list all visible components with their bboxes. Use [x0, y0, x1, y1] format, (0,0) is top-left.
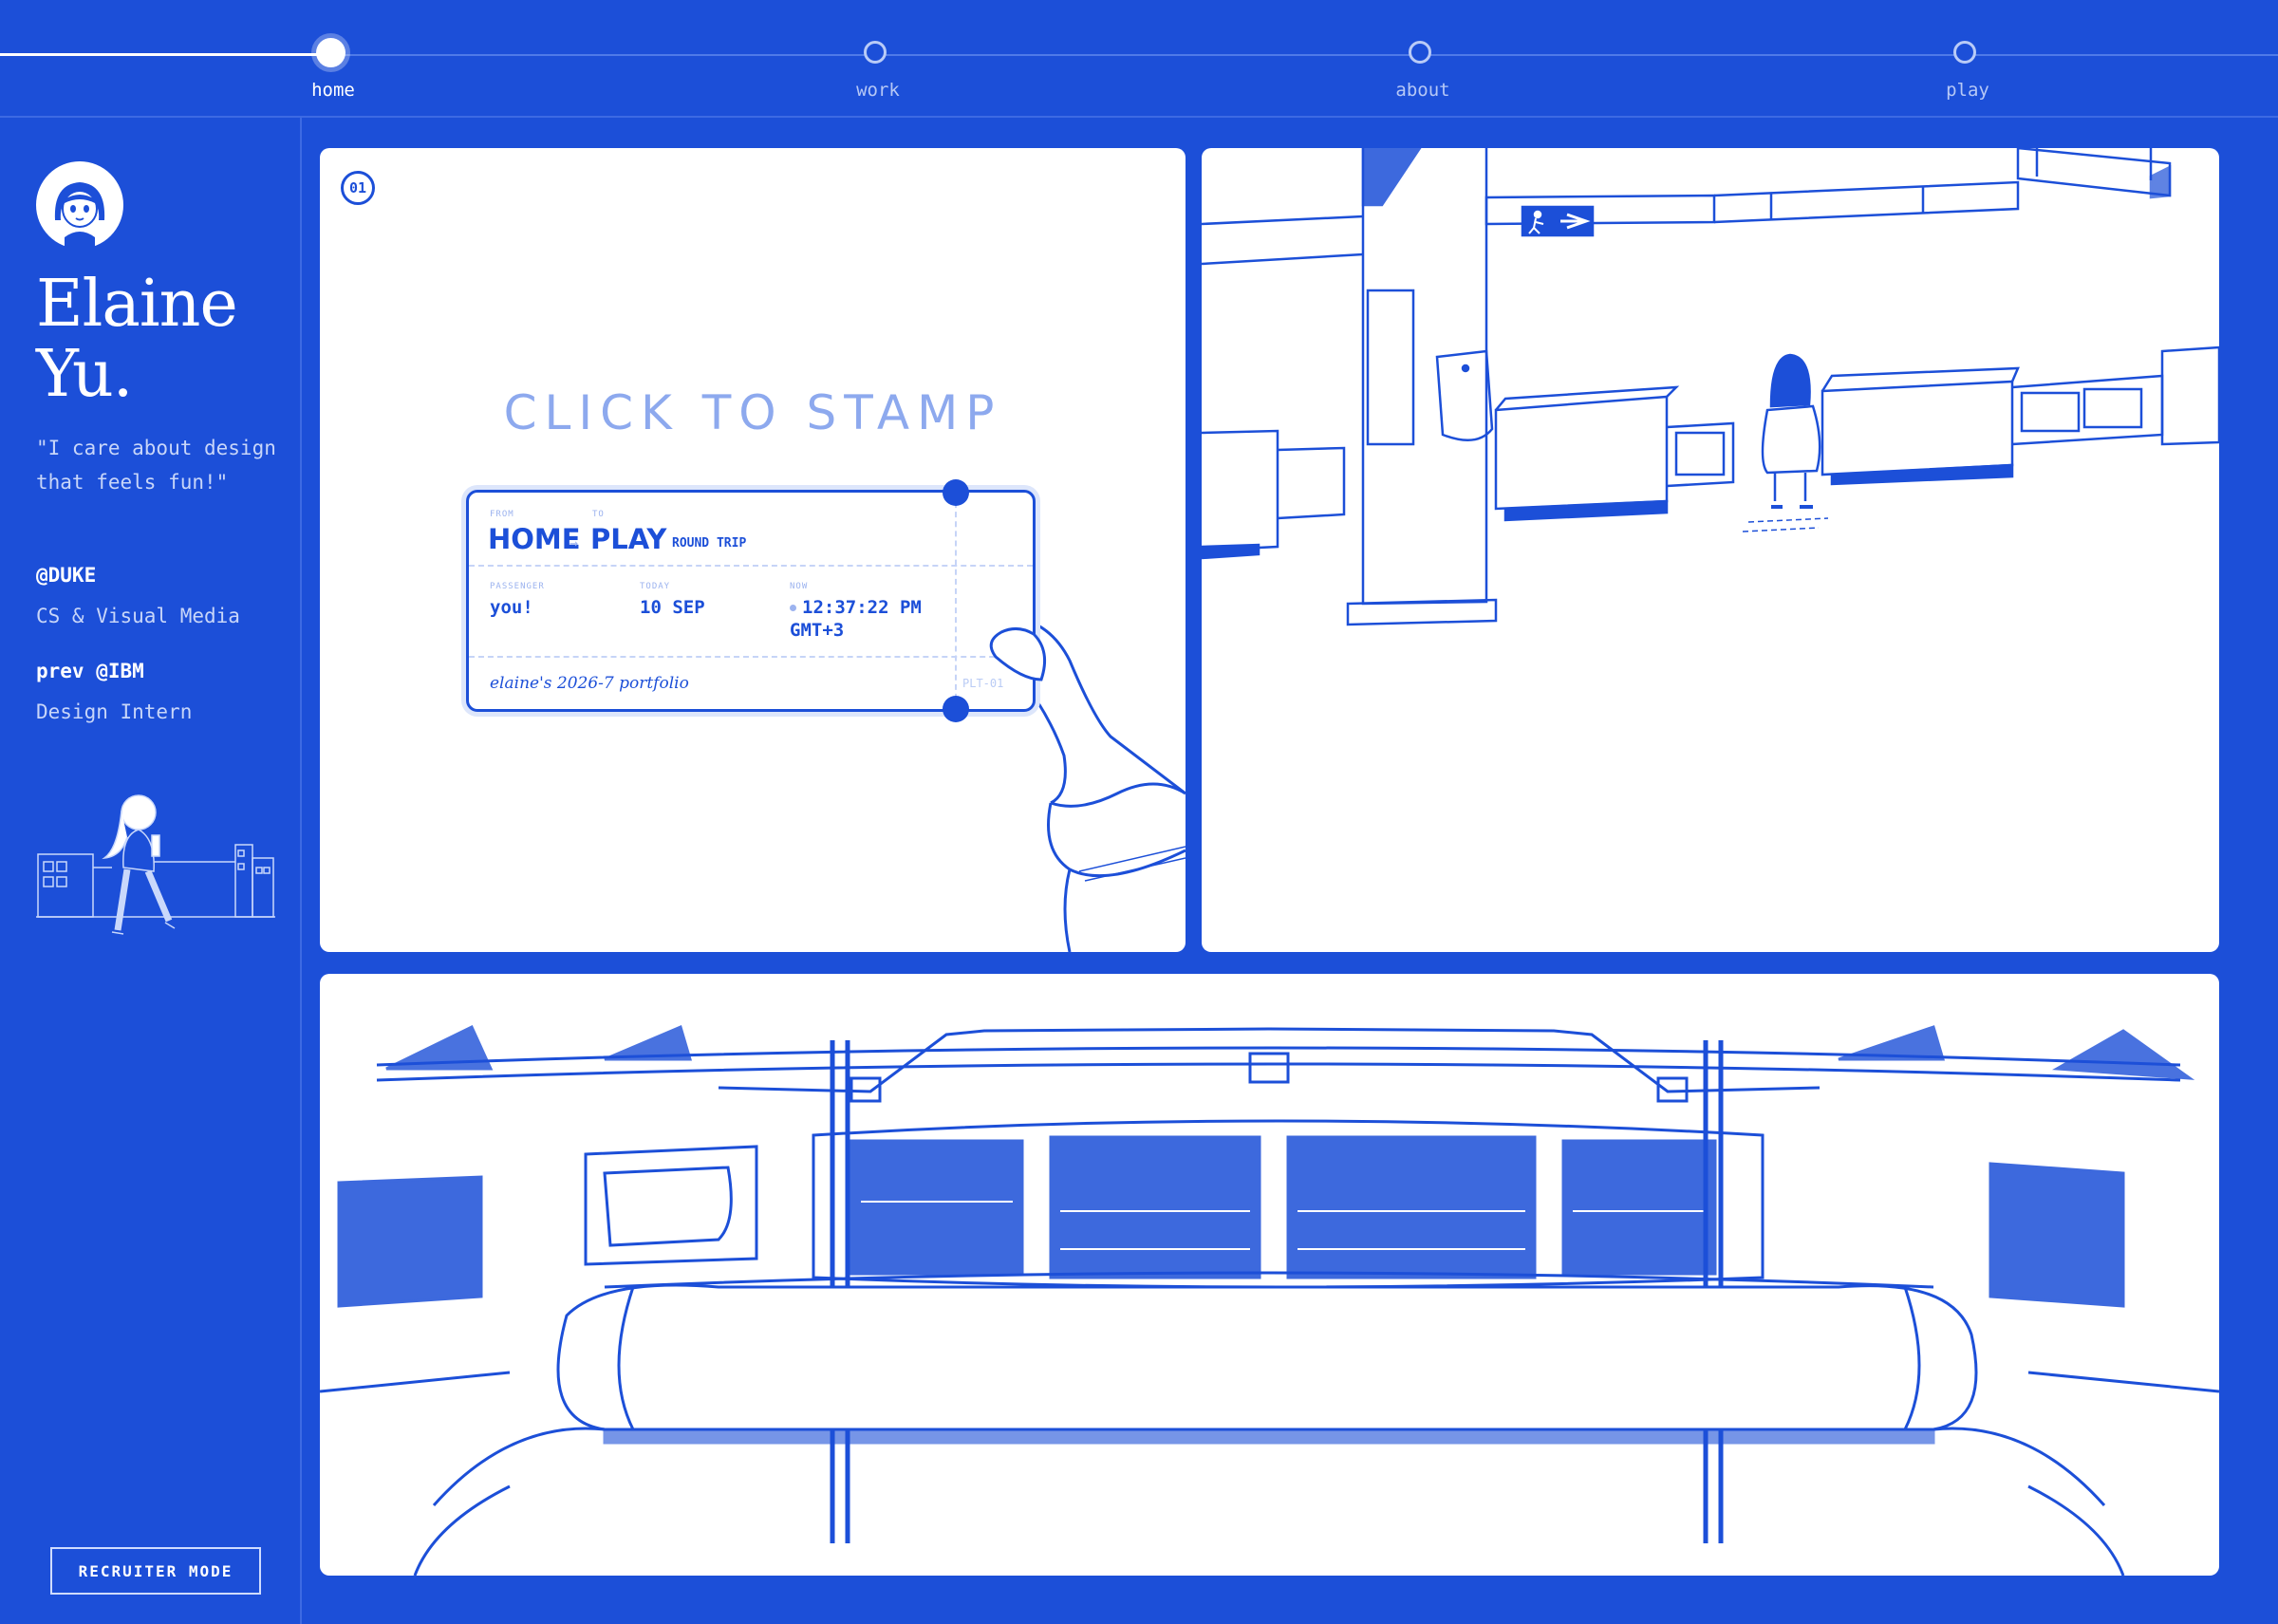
nav-dot-work: [864, 41, 887, 64]
panel-number-badge: 01: [341, 171, 375, 205]
ticket-from-label: FROM: [490, 510, 514, 519]
nav-stop-home[interactable]: home: [210, 0, 457, 116]
nav-stop-work[interactable]: work: [755, 0, 1001, 116]
ticket-today-label: TODAY: [640, 582, 671, 591]
nav-progress: [0, 53, 333, 56]
walking-girl-illustration: [36, 792, 275, 945]
thumb-illustration: [989, 627, 1047, 681]
timeline-nav: home work about play: [0, 0, 2278, 118]
ticket-time-value: 12:37:22 PM: [802, 597, 922, 618]
train-interior-illustration: [320, 1024, 2219, 1576]
nav-label-about: about: [1395, 80, 1450, 101]
ticket-from: HOME: [488, 523, 581, 555]
nav-stop-play[interactable]: play: [1844, 0, 2091, 116]
ticket-notch-top: [943, 479, 969, 506]
org-previous: prev @IBM: [36, 660, 144, 682]
ticket-date: 10 SEP: [640, 597, 705, 618]
recruiter-mode-button[interactable]: RECRUITER MODE: [50, 1547, 261, 1595]
nav-stop-about[interactable]: about: [1299, 0, 1546, 116]
nav-track: [0, 54, 2278, 56]
panel-ticket: 01 CLICK TO STAMP FROM TO HOME → PLAY RO…: [320, 148, 1186, 952]
panel-train-interior: [320, 974, 2219, 1576]
nav-dot-about: [1409, 41, 1431, 64]
profile-quote: "I care about design that feels fun!": [36, 437, 276, 494]
click-to-stamp-hint: CLICK TO STAMP: [503, 385, 1002, 440]
name-last: Yu.: [36, 337, 133, 412]
nav-label-home: home: [311, 80, 355, 101]
nav-label-work: work: [856, 80, 900, 101]
name-first: Elaine: [36, 267, 238, 342]
ticket-to-label: TO: [592, 510, 605, 519]
ticket-passenger: you!: [490, 597, 533, 618]
role-previous: Design Intern: [36, 700, 193, 723]
ticket-trip-type: ROUND TRIP: [672, 536, 747, 551]
ticket-timezone: GMT+3: [790, 620, 845, 641]
ticket-code: PLT-01: [962, 677, 1004, 690]
boarding-ticket[interactable]: FROM TO HOME → PLAY ROUND TRIP PASSENGER…: [466, 479, 1036, 722]
ticket-to: PLAY: [590, 523, 667, 555]
ticket-passenger-label: PASSENGER: [490, 582, 545, 591]
panel-station-platform: [1202, 148, 2219, 952]
role-current: CS & Visual Media: [36, 605, 240, 627]
nav-label-play: play: [1946, 80, 1989, 101]
org-current: @DUKE: [36, 564, 97, 587]
nav-dot-play: [1953, 41, 1976, 64]
ticket-time: 12:37:22 PM: [790, 597, 922, 618]
profile-name: Elaine Yu.: [36, 267, 238, 412]
avatar-illustration: [36, 161, 123, 249]
live-dot-icon: [790, 605, 796, 611]
avatar[interactable]: [36, 161, 123, 249]
ticket-divider: [469, 565, 1033, 567]
ticket-now-label: NOW: [790, 582, 809, 591]
sidebar: Elaine Yu. "I care about design that fee…: [0, 118, 302, 1624]
ticket-perforation: [955, 493, 957, 709]
ticket-divider-bottom: [469, 656, 1033, 658]
ticket-arrow-icon: →: [570, 534, 579, 551]
station-illustration: [1202, 148, 2219, 626]
ticket-notch-bottom: [943, 696, 969, 722]
ticket-signature: elaine's 2026-7 portfolio: [490, 674, 689, 693]
nav-dot-home: [316, 38, 345, 67]
